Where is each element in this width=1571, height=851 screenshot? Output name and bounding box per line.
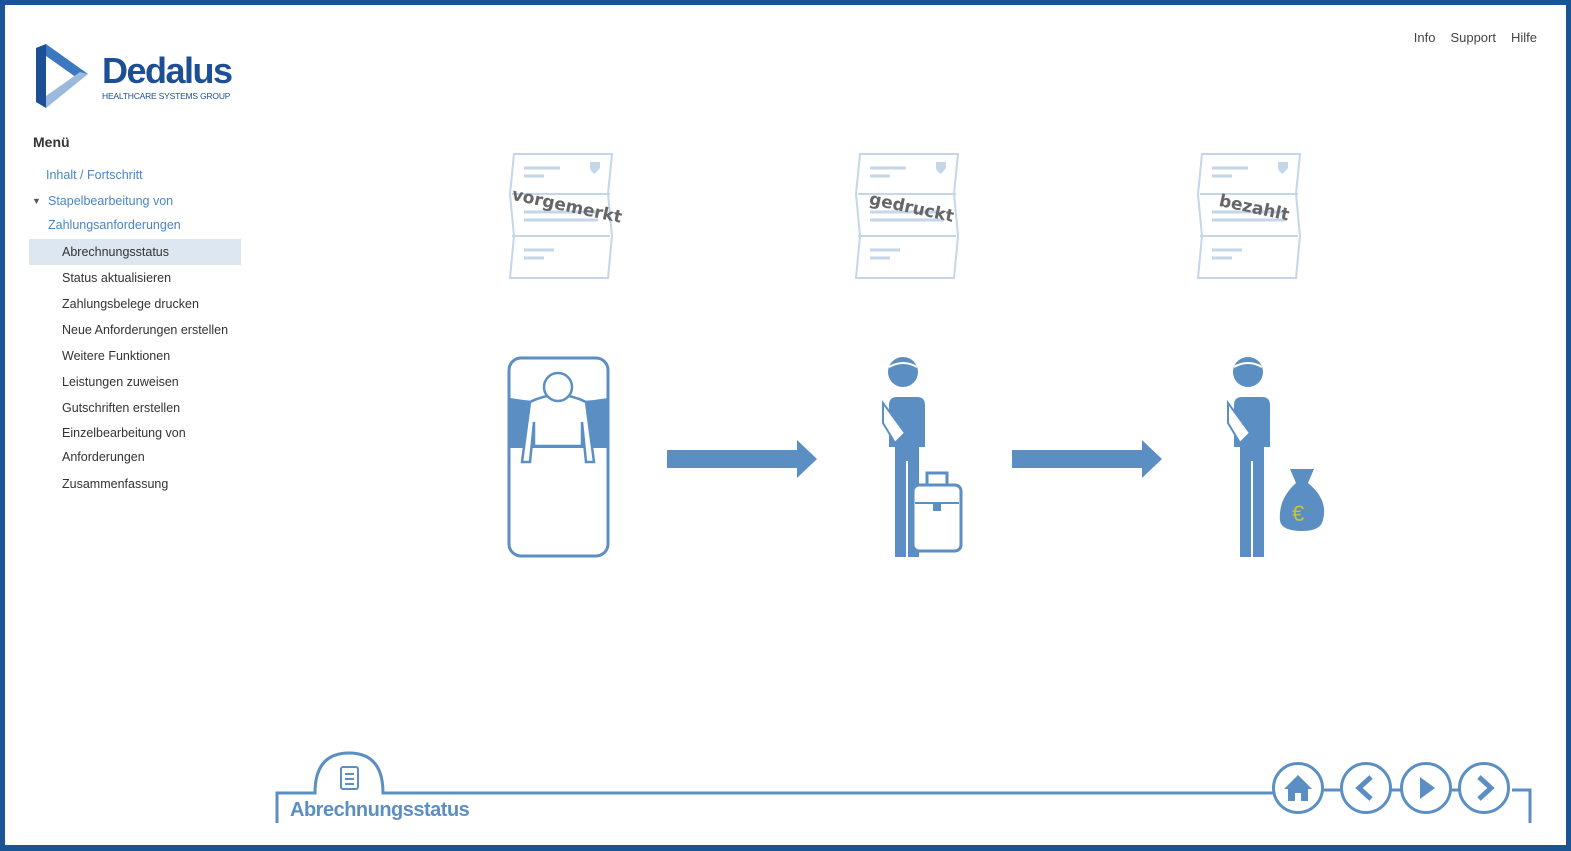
home-button[interactable] xyxy=(1272,762,1324,814)
euro-symbol: € xyxy=(1292,501,1304,526)
menu-item-label: Stapelbearbeitung von xyxy=(48,194,174,208)
dedalus-logo: Dedalus HEALTHCARE SYSTEMS GROUP xyxy=(36,44,233,108)
chevron-right-icon xyxy=(1477,775,1495,801)
arrow-right-icon xyxy=(1012,440,1162,478)
support-link[interactable]: Support xyxy=(1450,30,1496,45)
expand-triangle-icon[interactable]: ▼ xyxy=(32,196,41,206)
next-button[interactable] xyxy=(1458,762,1510,814)
doc-gedruckt: gedruckt xyxy=(854,152,960,280)
menu-item-gutschriften[interactable]: Gutschriften erstellen xyxy=(62,401,181,415)
menu-item-zusammenfassung[interactable]: Zusammenfassung xyxy=(62,477,169,491)
play-icon xyxy=(1420,777,1435,799)
menu-item-status-aktualisieren[interactable]: Status aktualisieren xyxy=(62,271,172,285)
menu-item-neue-anforderungen[interactable]: Neue Anforderungen erstellen xyxy=(62,323,229,337)
back-button[interactable] xyxy=(1340,762,1392,814)
menu-item-weitere-funktionen[interactable]: Weitere Funktionen xyxy=(62,349,171,363)
doc-vorgemerkt: vorgemerkt xyxy=(508,152,624,280)
menu-item-inhalt[interactable]: Inhalt / Fortschritt xyxy=(46,168,143,182)
menu-item-stapelbearbeitung-cont[interactable]: Zahlungsanforderungen xyxy=(48,218,181,232)
menu-item-zahlungsbelege[interactable]: Zahlungsbelege drucken xyxy=(62,297,199,311)
menu-title: Menü xyxy=(33,134,70,150)
menu-item-leistungen[interactable]: Leistungen zuweisen xyxy=(62,375,179,389)
menu-item-abrechnungsstatus[interactable]: Abrechnungsstatus xyxy=(29,239,241,265)
logo-tagline: HEALTHCARE SYSTEMS GROUP xyxy=(102,90,231,101)
logo-name: Dedalus xyxy=(102,49,233,91)
discharged-patient-suitcase-icon xyxy=(882,356,963,558)
chevron-left-icon xyxy=(1355,775,1373,801)
footer-bar xyxy=(275,751,1532,823)
home-icon xyxy=(1284,775,1312,801)
menu-item-stapelbearbeitung[interactable]: ▼ Stapelbearbeitung von xyxy=(29,188,241,214)
play-button[interactable] xyxy=(1400,762,1452,814)
info-link[interactable]: Info xyxy=(1413,30,1436,45)
arrow-right-icon xyxy=(667,440,817,478)
menu-item-einzelbearbeitung[interactable]: Einzelbearbeitung von xyxy=(62,426,186,440)
top-links: Info Support Hilfe xyxy=(1414,30,1537,45)
patient-in-bed-icon xyxy=(507,356,610,558)
doc-bezahlt: bezahlt xyxy=(1196,152,1302,280)
sidebar-menu: Inhalt / Fortschritt ▼ Stapelbearbeitung … xyxy=(29,162,241,497)
paid-patient-moneybag-icon: € xyxy=(1227,356,1325,558)
menu-item-einzelbearbeitung-cont[interactable]: Anforderungen xyxy=(62,450,145,464)
help-link[interactable]: Hilfe xyxy=(1510,30,1537,45)
notepad-icon xyxy=(340,766,359,790)
dedalus-logo-icon xyxy=(36,44,88,108)
footer-page-title: Abrechnungsstatus xyxy=(290,799,470,821)
